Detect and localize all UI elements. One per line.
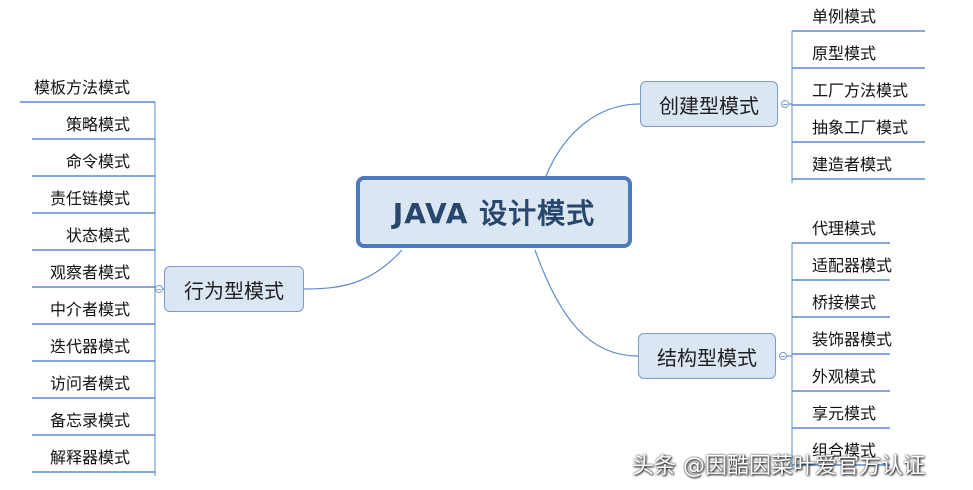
branch-behavioral[interactable]: 行为型模式 — [164, 266, 304, 312]
root-label: JAVA 设计模式 — [392, 197, 596, 230]
root-node[interactable]: JAVA 设计模式 — [356, 176, 632, 248]
leaf-behavioral[interactable]: 策略模式 — [65, 115, 130, 134]
branch-creational[interactable]: 创建型模式 — [640, 81, 778, 127]
leaf-behavioral[interactable]: 状态模式 — [65, 226, 130, 245]
leaf-creational[interactable]: 工厂方法模式 — [812, 81, 909, 100]
branch-structural[interactable]: 结构型模式 — [638, 333, 776, 379]
leaf-behavioral[interactable]: 迭代器模式 — [49, 337, 130, 356]
leaf-structural[interactable]: 外观模式 — [812, 367, 877, 386]
branch-creational-label: 创建型模式 — [659, 93, 759, 118]
leaf-creational[interactable]: 抽象工厂模式 — [812, 118, 909, 137]
leaf-structural[interactable]: 享元模式 — [812, 404, 877, 423]
leaf-creational[interactable]: 单例模式 — [812, 7, 877, 26]
collapse-toggle-behavioral[interactable] — [155, 285, 163, 293]
leaf-structural[interactable]: 组合模式 — [812, 441, 877, 460]
leaf-behavioral[interactable]: 备忘录模式 — [49, 411, 130, 430]
leaf-behavioral[interactable]: 观察者模式 — [49, 263, 130, 282]
branch-structural-label: 结构型模式 — [657, 345, 757, 370]
leaf-behavioral[interactable]: 中介者模式 — [49, 300, 130, 319]
collapse-toggle-structural[interactable] — [779, 352, 787, 360]
leaf-behavioral[interactable]: 解释器模式 — [49, 448, 130, 467]
connector-root-structural — [534, 249, 639, 357]
collapse-toggle-creational[interactable] — [781, 100, 789, 108]
leaf-behavioral[interactable]: 模板方法模式 — [33, 78, 130, 97]
leaf-behavioral[interactable]: 责任链模式 — [49, 189, 130, 208]
leaf-structural[interactable]: 代理模式 — [812, 219, 877, 238]
leaf-behavioral[interactable]: 访问者模式 — [49, 374, 130, 393]
leaf-structural[interactable]: 装饰器模式 — [812, 330, 893, 349]
leaf-structural[interactable]: 适配器模式 — [812, 256, 893, 275]
watermark-text: 头条 @因酷因菜叶爱官方认证 — [632, 454, 925, 479]
connector-root-creational — [545, 103, 641, 177]
branch-behavioral-label: 行为型模式 — [184, 278, 284, 303]
connector-root-behavioral — [303, 249, 403, 290]
leaf-behavioral[interactable]: 命令模式 — [65, 152, 130, 171]
leaf-creational[interactable]: 原型模式 — [812, 44, 877, 63]
leaf-creational[interactable]: 建造者模式 — [812, 155, 893, 174]
leaf-structural[interactable]: 桥接模式 — [812, 293, 877, 312]
